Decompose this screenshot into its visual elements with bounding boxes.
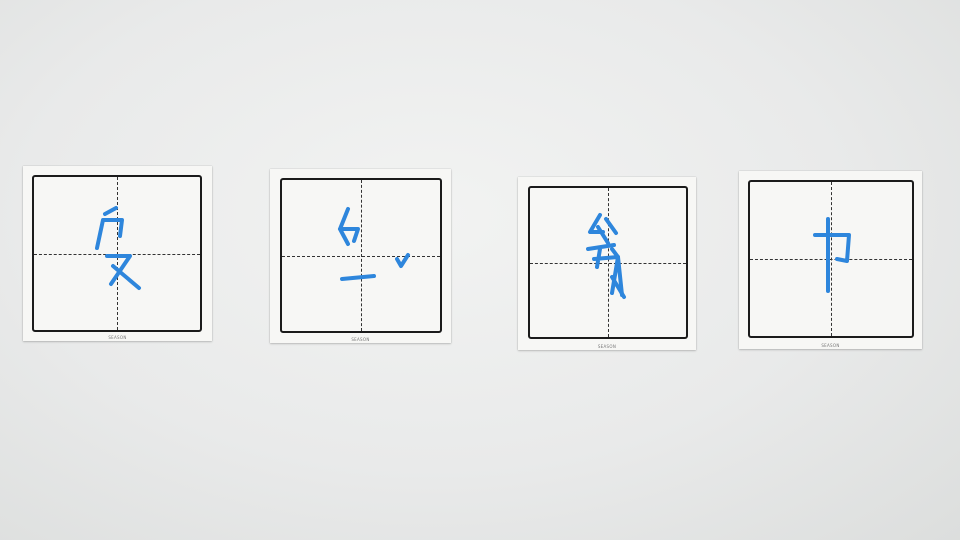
writing-grid — [748, 180, 914, 338]
practice-card-2: SEASON — [270, 169, 451, 343]
brand-label: SEASON — [108, 335, 127, 340]
handwritten-glyph-3 — [586, 213, 626, 299]
practice-card-3: SEASON — [518, 177, 696, 350]
brand-label: SEASON — [821, 343, 840, 348]
handwritten-glyph-4 — [813, 217, 851, 293]
handwritten-glyph-1 — [95, 206, 141, 290]
writing-grid — [280, 178, 442, 333]
handwritten-glyph-2 — [338, 207, 410, 281]
practice-card-4: SEASON — [739, 171, 922, 349]
brand-label: SEASON — [597, 344, 617, 349]
brand-label: SEASON — [351, 337, 370, 342]
writing-grid — [528, 186, 688, 339]
practice-card-1: SEASON — [23, 166, 212, 341]
